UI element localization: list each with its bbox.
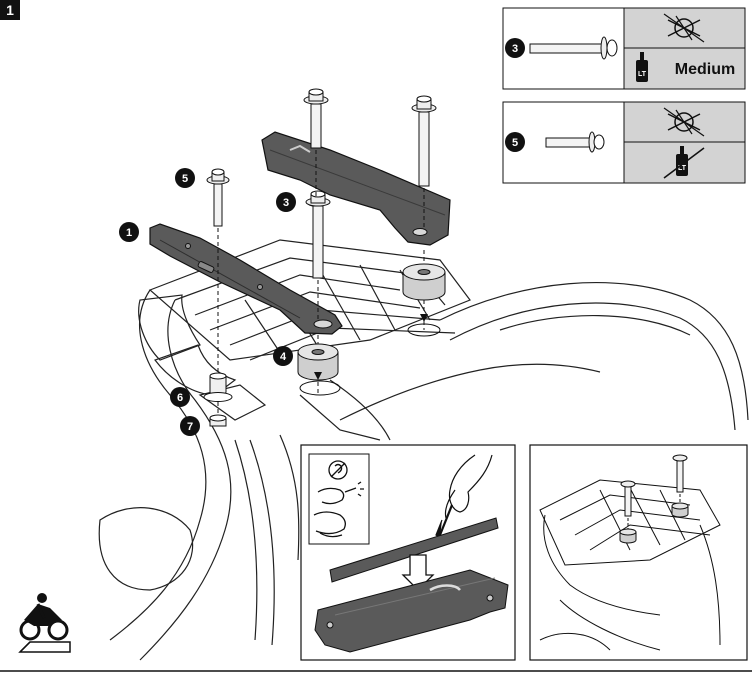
bolt-3-middle (305, 190, 331, 279)
assembly-guide-lines (217, 150, 425, 415)
inset-panel-adhesive-pad (300, 444, 516, 661)
threadlocker-bottle-icon: LT (636, 52, 648, 82)
svg-text:LT: LT (678, 165, 687, 172)
legend-box-part-3: 3 LT Medium (502, 7, 746, 90)
spacer-4-rear (402, 263, 446, 301)
part-6-sleeve (203, 372, 233, 402)
svg-text:LT: LT (638, 71, 647, 78)
rack-hole (299, 380, 341, 396)
torque-wrench-crossed-icon (663, 13, 705, 43)
svg-text:3: 3 (512, 43, 518, 55)
part-1-bracket (149, 223, 343, 335)
bolt-5 (206, 168, 230, 227)
callout-3-upper: 3 (276, 192, 296, 212)
hand-with-knife (435, 454, 493, 539)
callout-1: 1 (119, 222, 139, 242)
svg-text:5: 5 (182, 173, 188, 185)
rack-hole (407, 323, 441, 337)
threadlock-strength-label: Medium (675, 61, 735, 78)
part-7-nut (209, 414, 227, 427)
no-grease-spray-icon (313, 460, 364, 538)
svg-text:1: 1 (126, 227, 132, 239)
threadlocker-bottle-crossed-icon: LT (663, 146, 705, 179)
svg-text:3: 3 (283, 197, 289, 209)
motorcycle-on-stand-icon (18, 593, 71, 653)
inset-panel-rack-install (529, 444, 748, 661)
svg-text:7: 7 (187, 421, 193, 433)
bolt-3-right (411, 95, 437, 187)
torque-wrench-crossed-icon (663, 107, 705, 137)
callout-6: 6 (170, 387, 190, 407)
callout-4: 4 (273, 346, 293, 366)
svg-text:6: 6 (177, 392, 183, 404)
bolt-3-left (303, 88, 329, 149)
callout-5: 5 (175, 168, 195, 188)
callout-7: 7 (180, 416, 200, 436)
svg-text:5: 5 (512, 137, 518, 149)
step-number-badge: 1 (0, 0, 20, 20)
svg-text:4: 4 (280, 351, 287, 363)
spacer-4-front (297, 343, 339, 381)
legend-box-part-5: 5 LT (502, 101, 746, 184)
